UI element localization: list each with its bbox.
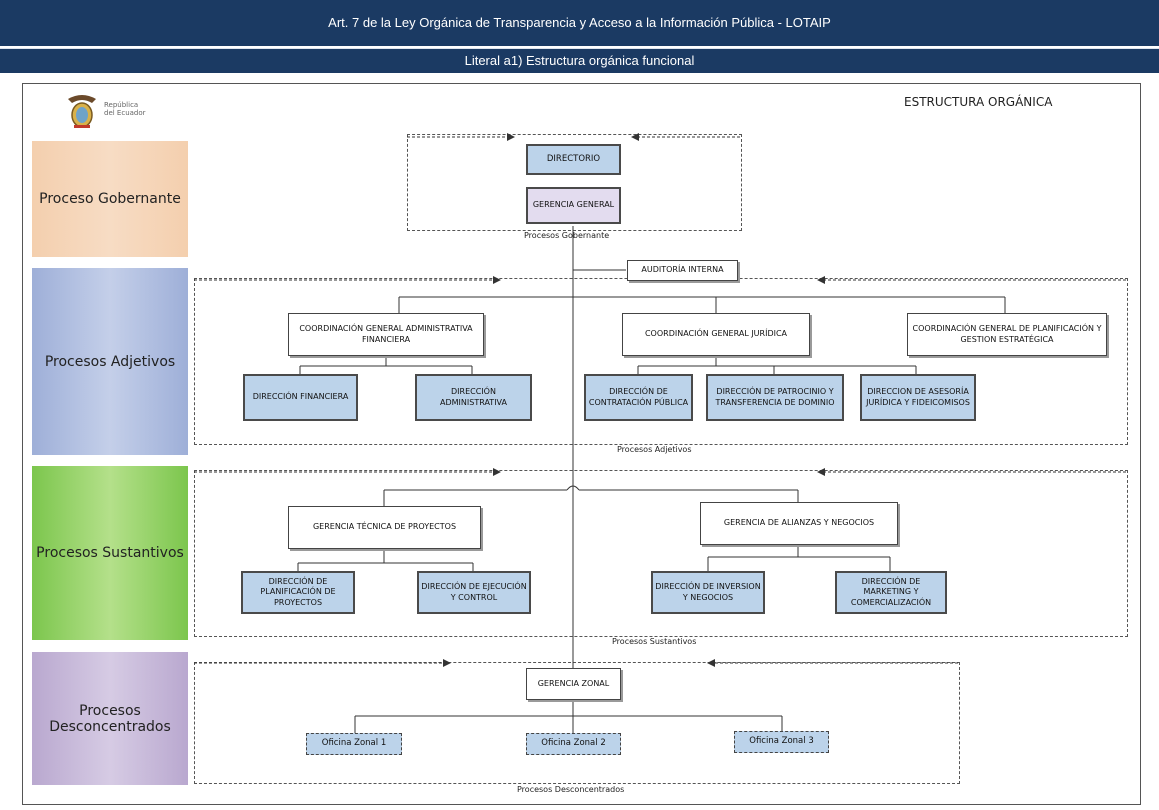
node-coord-planificacion: COORDINACIÓN GENERAL DE PLANIFICACIÓN Y … <box>907 313 1107 356</box>
section-desconcentrados <box>194 662 960 784</box>
node-oficina-zonal-2: Oficina Zonal 2 <box>526 733 621 755</box>
node-dir-administrativa: DIRECCIÓN ADMINISTRATIVA <box>415 374 532 421</box>
page-header-title: Art. 7 de la Ley Orgánica de Transparenc… <box>0 0 1159 46</box>
node-gerencia-general: GERENCIA GENERAL <box>526 187 621 224</box>
logo-line2: del Ecuador <box>104 109 146 118</box>
logo-line1: República <box>104 101 139 109</box>
caption-sustantivos: Procesos Sustantivos <box>612 637 697 646</box>
node-dir-planificacion-proyectos: DIRECCIÓN DE PLANIFICACIÓN DE PROYECTOS <box>241 571 355 614</box>
node-coord-admin-financiera: COORDINACIÓN GENERAL ADMINISTRATIVA FINA… <box>288 313 484 356</box>
node-directorio: DIRECTORIO <box>526 144 621 175</box>
coat-of-arms-icon <box>68 95 96 128</box>
band-procesos-sustantivos: Procesos Sustantivos <box>32 466 188 640</box>
node-dir-patrocinio: DIRECCIÓN DE PATROCINIO Y TRANSFERENCIA … <box>706 374 844 421</box>
caption-gobernante: Procesos Gobernante <box>524 231 610 240</box>
node-dir-financiera: DIRECCIÓN FINANCIERA <box>243 374 358 421</box>
caption-desconcentrados: Procesos Desconcentrados <box>517 785 625 794</box>
band-proceso-gobernante: Proceso Gobernante <box>32 141 188 257</box>
band-procesos-desconcentrados: Procesos Desconcentrados <box>32 652 188 785</box>
node-dir-contratacion: DIRECCIÓN DE CONTRATACIÓN PÚBLICA <box>584 374 693 421</box>
node-auditoria-interna: AUDITORÍA INTERNA <box>627 260 738 281</box>
node-dir-inversion: DIRECCIÓN DE INVERSION Y NEGOCIOS <box>651 571 765 614</box>
node-gerencia-zonal: GERENCIA ZONAL <box>526 668 621 700</box>
node-gerencia-tecnica: GERENCIA TÉCNICA DE PROYECTOS <box>288 506 481 549</box>
node-dir-marketing: DIRECCIÓN DE MARKETING Y COMERCIALIZACIÓ… <box>835 571 947 614</box>
node-dir-ejecucion: DIRECCIÓN DE EJECUCIÓN Y CONTROL <box>417 571 531 614</box>
band-procesos-adjetivos: Procesos Adjetivos <box>32 268 188 455</box>
node-oficina-zonal-1: Oficina Zonal 1 <box>306 733 402 755</box>
page-header-subtitle: Literal a1) Estructura orgánica funciona… <box>0 48 1159 73</box>
node-coord-juridica: COORDINACIÓN GENERAL JURÍDICA <box>622 313 810 356</box>
org-chart-frame <box>22 83 1141 805</box>
section-sustantivos <box>194 470 1128 637</box>
node-dir-asesoria: DIRECCION DE ASESORÍA JURÍDICA Y FIDEICO… <box>860 374 976 421</box>
diagram-title: ESTRUCTURA ORGÁNICA <box>904 95 1053 109</box>
caption-adjetivos: Procesos Adjetivos <box>617 445 692 454</box>
node-gerencia-alianzas: GERENCIA DE ALIANZAS Y NEGOCIOS <box>700 502 898 545</box>
section-gobernante <box>407 134 742 231</box>
node-oficina-zonal-3: Oficina Zonal 3 <box>734 731 829 753</box>
logo-text: República del Ecuador <box>104 101 146 117</box>
